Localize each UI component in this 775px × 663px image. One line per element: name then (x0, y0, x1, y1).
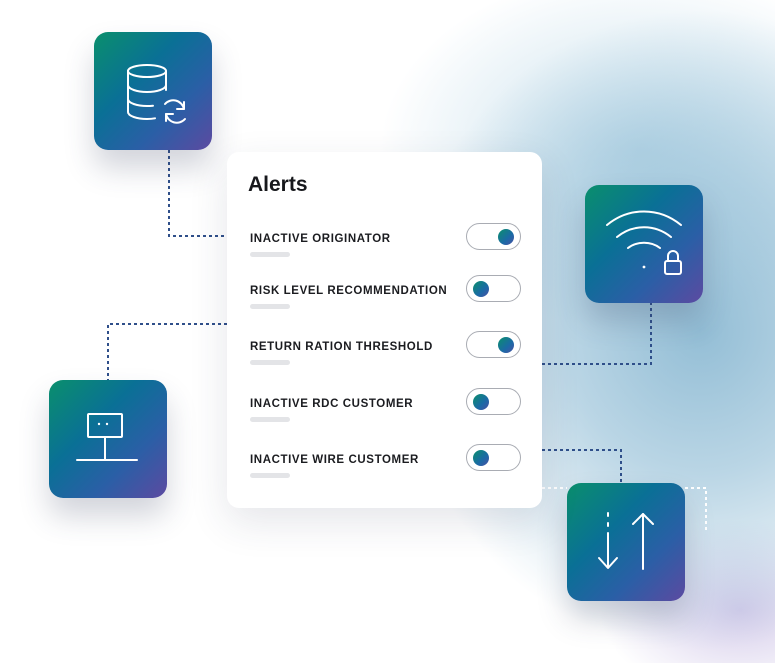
toggle-knob (498, 228, 514, 245)
monitor-icon (76, 413, 138, 461)
alert-label: RISK LEVEL RECOMMENDATION (250, 285, 448, 297)
alert-placeholder-bar (250, 360, 290, 365)
transfer-tile (567, 483, 685, 601)
alert-row-inactive-rdc-customer: INACTIVE RDC CUSTOMER (227, 388, 542, 438)
toggle-knob (473, 393, 489, 410)
connector-card-to-wifi (542, 302, 652, 365)
toggle-inactive-originator[interactable] (466, 223, 521, 250)
database-sync-icon (127, 64, 186, 124)
alert-label: INACTIVE WIRE CUSTOMER (250, 454, 419, 466)
alert-placeholder-bar (250, 304, 290, 309)
alert-row-return-ration-threshold: RETURN RATION THRESHOLD (227, 331, 542, 381)
transfer-arrows-icon (598, 512, 654, 570)
alert-label: RETURN RATION THRESHOLD (250, 341, 433, 353)
connector-database-to-card (168, 150, 227, 237)
toggle-inactive-wire-customer[interactable] (466, 444, 521, 471)
monitor-tile (49, 380, 167, 498)
connector-card-to-monitor (107, 323, 227, 380)
wifi-lock-icon (606, 210, 682, 275)
wifi-lock-tile (585, 185, 703, 303)
toggle-return-ration-threshold[interactable] (466, 331, 521, 358)
alert-row-risk-level-recommendation: RISK LEVEL RECOMMENDATION (227, 275, 542, 325)
toggle-risk-level-recommendation[interactable] (466, 275, 521, 302)
connector-card-to-transfer (542, 449, 622, 483)
toggle-knob (473, 280, 489, 297)
toggle-knob (498, 336, 514, 353)
alert-placeholder-bar (250, 473, 290, 478)
alerts-card: Alerts INACTIVE ORIGINATOR RISK LEVEL RE… (227, 152, 542, 508)
toggle-knob (473, 449, 489, 466)
database-sync-tile (94, 32, 212, 150)
alerts-title: Alerts (248, 173, 308, 196)
alert-row-inactive-wire-customer: INACTIVE WIRE CUSTOMER (227, 444, 542, 494)
toggle-inactive-rdc-customer[interactable] (466, 388, 521, 415)
alert-placeholder-bar (250, 252, 290, 257)
alert-placeholder-bar (250, 417, 290, 422)
alert-row-inactive-originator: INACTIVE ORIGINATOR (227, 223, 542, 273)
alert-label: INACTIVE ORIGINATOR (250, 233, 391, 245)
connector-transfer-right (685, 487, 707, 532)
alert-label: INACTIVE RDC CUSTOMER (250, 398, 414, 410)
